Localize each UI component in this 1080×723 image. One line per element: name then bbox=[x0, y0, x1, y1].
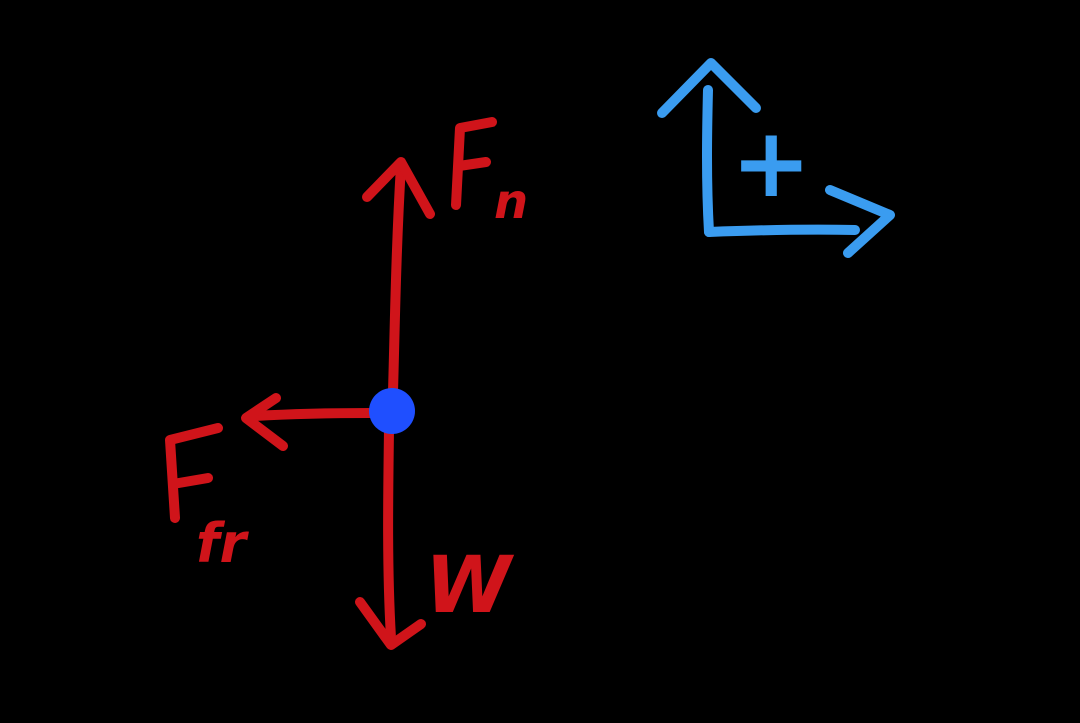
weight-arrowhead bbox=[355, 597, 426, 650]
y-axis-line bbox=[702, 85, 714, 237]
normal-force-arrowhead bbox=[362, 157, 435, 219]
y-axis-arrowhead bbox=[657, 58, 761, 118]
normal-force-label-symbol bbox=[451, 117, 497, 210]
normal-force-label: n bbox=[451, 117, 528, 230]
friction-force-arrowhead bbox=[241, 393, 288, 451]
normal-force-shaft bbox=[388, 160, 406, 397]
normal-force-label-subscript: n bbox=[494, 174, 528, 230]
normal-force-arrow bbox=[362, 157, 435, 397]
positive-sign-label: + bbox=[731, 107, 811, 219]
x-axis-arrowhead bbox=[825, 185, 895, 258]
friction-force-label-subscript: fr bbox=[196, 512, 249, 575]
friction-force-label-symbol bbox=[165, 423, 223, 523]
friction-force-label: fr bbox=[165, 423, 249, 575]
coordinate-axes: + bbox=[657, 58, 895, 258]
weight-arrow bbox=[355, 425, 426, 650]
body-point bbox=[369, 388, 415, 434]
weight-label: W bbox=[425, 541, 515, 631]
friction-force-arrow bbox=[241, 393, 377, 451]
x-axis-line bbox=[704, 224, 860, 237]
friction-force-shaft bbox=[250, 408, 377, 421]
weight-shaft bbox=[383, 425, 396, 643]
